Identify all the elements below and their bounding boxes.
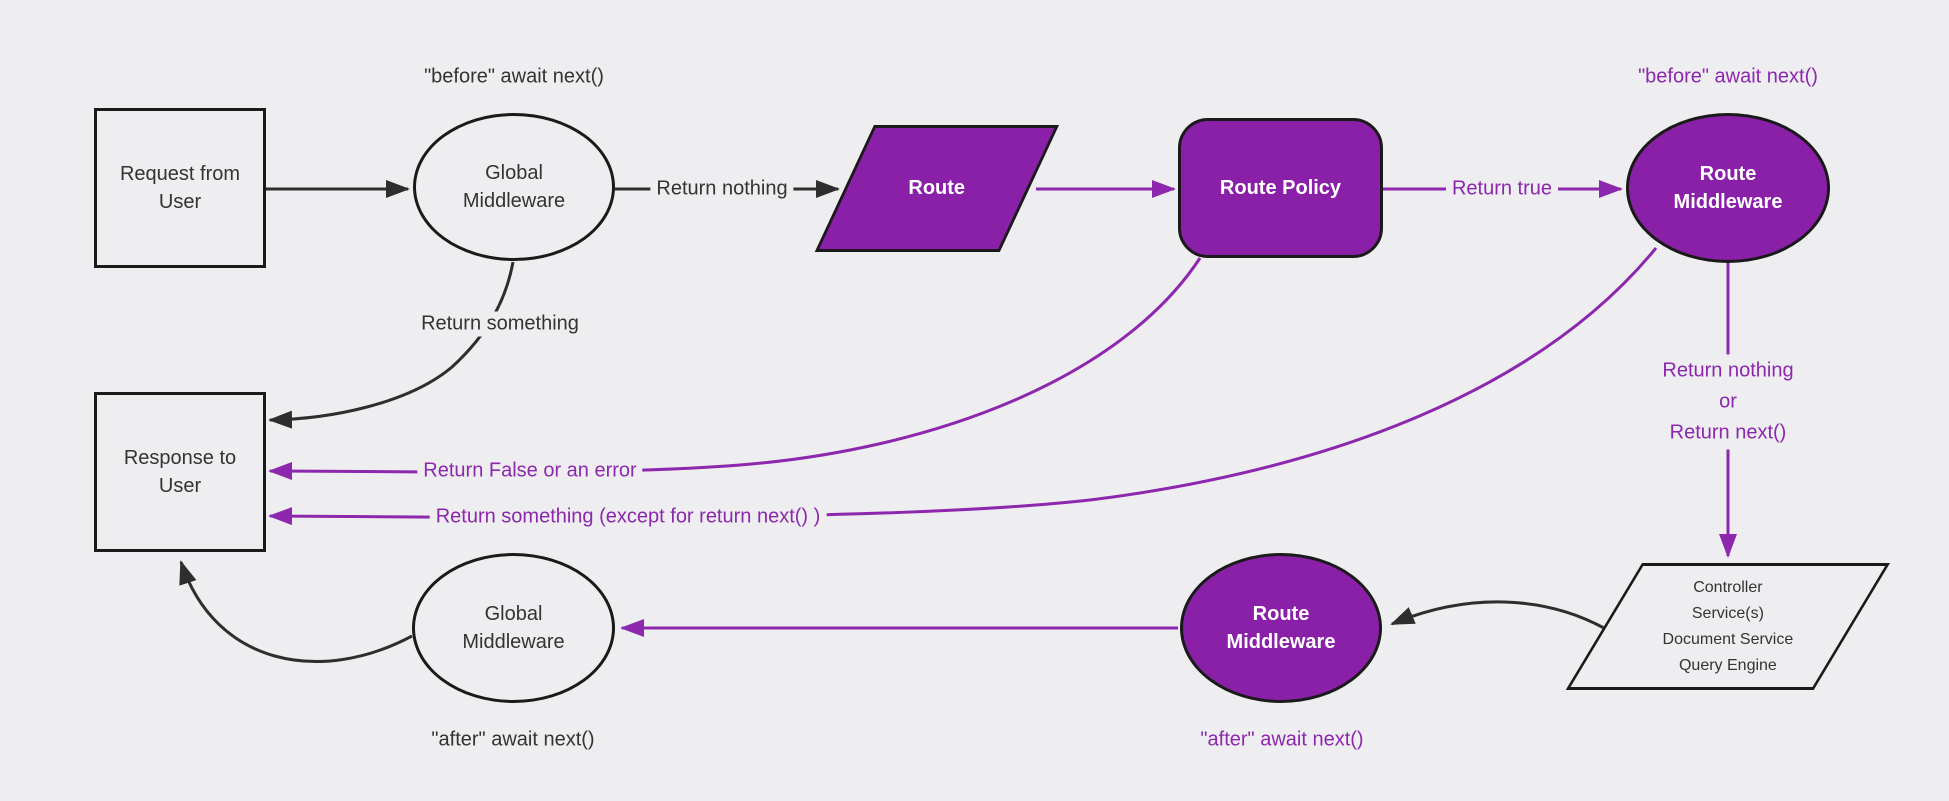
edge-label-return-nothing: Return nothing <box>650 176 794 202</box>
node-label-line: Middleware <box>1673 191 1783 213</box>
edge-label-return-something-except: Return something (except for return next… <box>429 504 827 530</box>
edge-label-after-await-left: "after" await next() <box>431 728 595 751</box>
node-label-line: Middleware <box>462 190 566 212</box>
edge-label-before-await-right: "before" await next() <box>1638 65 1818 88</box>
node-route-policy: Route Policy <box>1178 118 1383 258</box>
node-global-middleware-top: Global Middleware <box>413 113 615 261</box>
edge-global-to-response <box>268 261 515 429</box>
node-label-line: User <box>158 475 202 497</box>
edge-label-line: Return next() <box>1669 421 1787 444</box>
node-route: Route <box>814 125 1059 252</box>
node-label-line: Global <box>484 603 543 625</box>
edge-label-return-nothing-or: Return nothing or Return next() <box>1656 354 1800 450</box>
node-label-line: Request from <box>119 163 241 185</box>
edge-label-return-something: Return something <box>415 311 585 337</box>
edge-label-line: or <box>1719 390 1737 413</box>
node-label-line: Document Service <box>1662 630 1794 648</box>
node-label-line: Global <box>485 162 543 184</box>
node-request-from-user: Request from User <box>94 108 266 268</box>
node-label-line: Query Engine <box>1678 656 1777 674</box>
node-label-line: Middleware <box>1226 631 1336 653</box>
edge-policy-to-response <box>268 257 1202 481</box>
node-label-line: Route <box>908 177 966 199</box>
node-label-line: Route Policy <box>1219 177 1342 199</box>
node-global-middleware-bottom: Global Middleware <box>412 553 615 703</box>
edge-label-before-await-left: "before" await next() <box>424 65 604 88</box>
node-label-line: Response to <box>123 447 237 469</box>
node-label-line: Route <box>1252 603 1310 625</box>
node-route-middleware-bottom: Route Middleware <box>1180 553 1382 703</box>
node-label-line: Route <box>1699 163 1757 185</box>
node-controller-services: Controller Service(s) Document Service Q… <box>1565 563 1890 690</box>
edge-label-return-false-or-error: Return False or an error <box>417 458 643 484</box>
edge-label-line: Return nothing <box>1662 359 1794 382</box>
node-label-line: Controller <box>1693 578 1763 596</box>
node-label-line: Service(s) <box>1691 604 1764 622</box>
edge-label-after-await-right: "after" await next() <box>1200 728 1364 751</box>
node-label-line: Middleware <box>462 631 565 653</box>
edge-label-return-true: Return true <box>1445 176 1559 202</box>
node-response-to-user: Response to User <box>94 392 266 552</box>
edge-global-bottom-to-response <box>179 560 413 663</box>
node-label-line: User <box>158 191 202 213</box>
node-route-middleware-top: Route Middleware <box>1626 113 1830 263</box>
edge-controller-to-routemw-bottom <box>1390 600 1605 630</box>
